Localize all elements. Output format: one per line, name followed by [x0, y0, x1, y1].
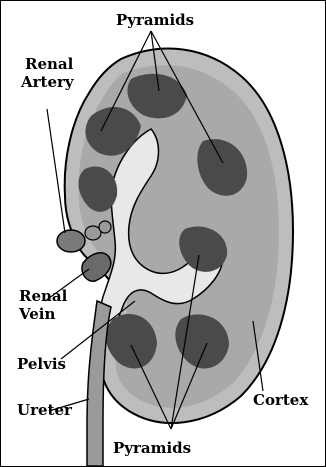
label-renal-vein-line2: Vein — [18, 305, 56, 323]
label-renal-artery-line2: Artery — [20, 73, 75, 91]
label-cortex: Cortex — [253, 391, 309, 409]
label-pyramids-bottom: Pyramids — [113, 439, 191, 457]
label-renal-artery-line1: Renal — [25, 55, 74, 73]
vessel-branch-2 — [99, 221, 111, 233]
leader-renal-artery — [47, 109, 65, 233]
label-ureter: Ureter — [17, 401, 73, 419]
label-pyramids-top: Pyramids — [116, 11, 194, 29]
renal-artery-vessel — [57, 230, 85, 252]
label-renal-vein-line1: Renal — [19, 287, 68, 305]
label-pelvis: Pelvis — [17, 355, 66, 373]
